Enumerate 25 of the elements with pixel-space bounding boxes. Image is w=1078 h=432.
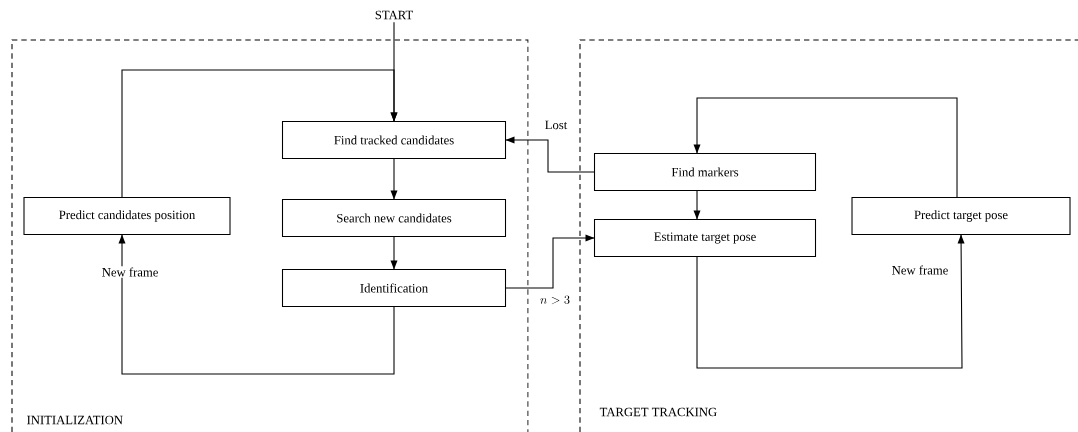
process-box: Estimate target pose <box>593 218 817 258</box>
arrow <box>696 234 965 369</box>
region-title: TARGET TRACKING <box>599 407 717 417</box>
arrow <box>505 136 595 173</box>
edge-label: New frame <box>890 264 950 276</box>
process-box: Find markers <box>593 152 817 192</box>
arrow <box>118 234 395 375</box>
arrow <box>121 69 398 198</box>
process-box: Predict candidates position <box>23 196 231 236</box>
arrow <box>390 158 398 200</box>
edge-label: Lost <box>543 119 569 131</box>
edge-label: New frame <box>100 266 160 278</box>
process-box: Find tracked candidates <box>281 120 507 160</box>
start-label: START <box>375 10 413 20</box>
dashed-region <box>11 39 529 432</box>
region-title: INITIALIZATION <box>27 415 123 425</box>
arrow <box>693 97 958 198</box>
process-box: Identification <box>281 268 507 308</box>
process-box: Search new candidates <box>281 198 507 238</box>
arrow <box>505 234 595 289</box>
process-box: Predict target pose <box>851 196 1071 236</box>
arrow <box>693 190 701 220</box>
dashed-region <box>579 39 1078 432</box>
arrow <box>390 236 398 270</box>
edge-label: $n > 3$ <box>538 294 572 306</box>
